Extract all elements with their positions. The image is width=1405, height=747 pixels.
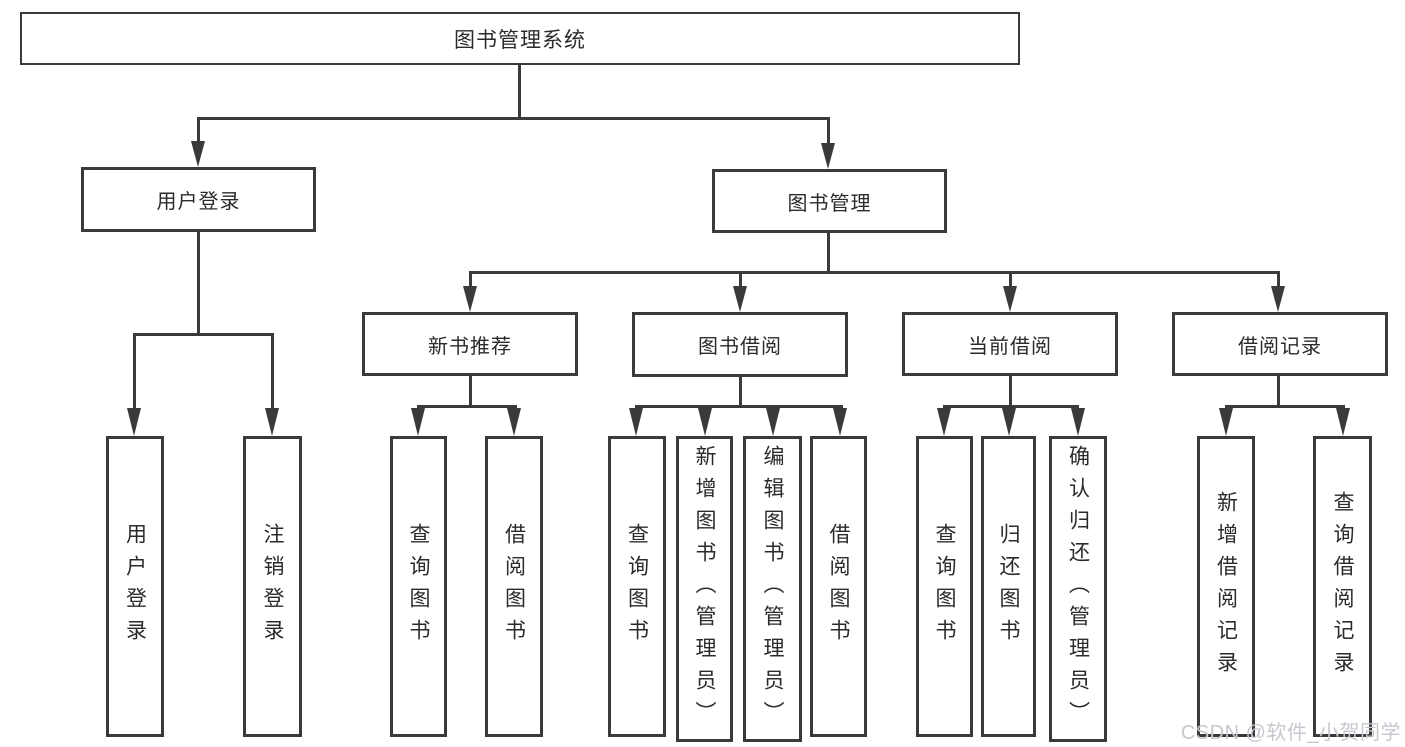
connector-line — [1277, 271, 1280, 287]
node-current-borrow-label: 当前借阅 — [968, 335, 1052, 358]
connector-line — [739, 377, 742, 408]
node-borrow-records-label: 借阅记录 — [1238, 335, 1322, 358]
connector-line — [1009, 271, 1012, 287]
leaf-confirm-return-admin-label: 确认归还（管理员） — [1066, 445, 1090, 733]
connector-line — [133, 333, 274, 336]
connector-line — [133, 333, 136, 411]
arrowhead — [1071, 408, 1085, 436]
leaf-logout-label: 注销登录 — [261, 522, 284, 651]
arrowhead — [1003, 286, 1017, 312]
leaf-add-book-admin: 新增图书（管理员） — [676, 436, 733, 742]
leaf-return-book: 归还图书 — [981, 436, 1036, 737]
leaf-logout: 注销登录 — [243, 436, 302, 737]
leaf-add-borrow-record-label: 新增借阅记录 — [1214, 490, 1238, 683]
watermark: CSDN @软件_小贺同学 — [1180, 722, 1401, 744]
leaf-borrow-books: 借阅图书 — [810, 436, 867, 737]
leaf-borrow-books-recommend-label: 借阅图书 — [502, 522, 526, 651]
arrowhead — [821, 143, 835, 169]
arrowhead — [629, 408, 643, 436]
connector-line — [943, 405, 1079, 408]
leaf-query-books-recommend-label: 查询图书 — [407, 522, 430, 651]
node-borrow-records: 借阅记录 — [1172, 312, 1388, 376]
arrowhead — [937, 408, 951, 436]
arrowhead — [1271, 286, 1285, 312]
connector-line — [197, 117, 830, 120]
leaf-confirm-return-admin: 确认归还（管理员） — [1049, 436, 1107, 742]
connector-line — [469, 271, 472, 287]
arrowhead — [833, 408, 847, 436]
arrowhead — [1219, 408, 1233, 436]
node-book-management-label: 图书管理 — [787, 192, 872, 215]
leaf-query-borrow-record-label: 查询借阅记录 — [1331, 490, 1354, 683]
connector-line — [518, 65, 521, 119]
node-new-book-recommend: 新书推荐 — [362, 312, 578, 376]
node-current-borrow: 当前借阅 — [902, 312, 1118, 376]
arrowhead — [191, 141, 205, 167]
node-book-management: 图书管理 — [712, 169, 947, 233]
arrowhead — [411, 408, 425, 436]
node-user-login: 用户登录 — [81, 167, 316, 232]
arrowhead — [766, 408, 780, 436]
leaf-edit-book-admin: 编辑图书（管理员） — [743, 436, 802, 742]
arrowhead — [1336, 408, 1350, 436]
arrowhead — [1002, 408, 1016, 436]
connector-line — [197, 232, 200, 336]
connector-line — [197, 117, 200, 143]
node-book-borrow-label: 图书借阅 — [698, 336, 782, 358]
leaf-return-book-label: 归还图书 — [997, 522, 1020, 651]
leaf-user-login: 用户登录 — [106, 436, 164, 737]
leaf-add-book-admin-label: 新增图书（管理员） — [693, 445, 716, 733]
node-book-borrow: 图书借阅 — [632, 312, 848, 377]
connector-line — [1225, 405, 1345, 408]
node-root-label: 图书管理系统 — [454, 28, 586, 52]
node-root: 图书管理系统 — [20, 12, 1020, 65]
leaf-query-borrow-record: 查询借阅记录 — [1313, 436, 1372, 737]
arrowhead — [698, 408, 712, 436]
arrowhead — [127, 408, 141, 436]
connector-line — [469, 271, 1280, 274]
arrowhead — [507, 408, 521, 436]
leaf-edit-book-admin-label: 编辑图书（管理员） — [761, 445, 784, 733]
connector-line — [1009, 376, 1012, 408]
arrowhead — [733, 286, 747, 312]
leaf-borrow-books-label: 借阅图书 — [827, 522, 850, 651]
leaf-query-books-current: 查询图书 — [916, 436, 973, 737]
leaf-borrow-books-recommend: 借阅图书 — [485, 436, 543, 737]
connector-line — [827, 117, 830, 143]
leaf-user-login-label: 用户登录 — [123, 522, 147, 651]
leaf-query-books-borrow-label: 查询图书 — [625, 522, 649, 651]
connector-line — [1277, 376, 1280, 408]
connector-line — [469, 376, 472, 408]
connector-line — [417, 405, 517, 408]
connector-line — [739, 271, 742, 287]
connector-line — [271, 333, 274, 411]
connector-line — [827, 233, 830, 274]
arrowhead — [265, 408, 279, 436]
connector-line — [635, 405, 843, 408]
leaf-add-borrow-record: 新增借阅记录 — [1197, 436, 1255, 737]
arrowhead — [463, 286, 477, 312]
node-user-login-label: 用户登录 — [156, 191, 241, 213]
leaf-query-books-recommend: 查询图书 — [390, 436, 447, 737]
leaf-query-books-current-label: 查询图书 — [933, 522, 956, 651]
leaf-query-books-borrow: 查询图书 — [608, 436, 666, 737]
node-new-book-recommend-label: 新书推荐 — [428, 335, 512, 358]
